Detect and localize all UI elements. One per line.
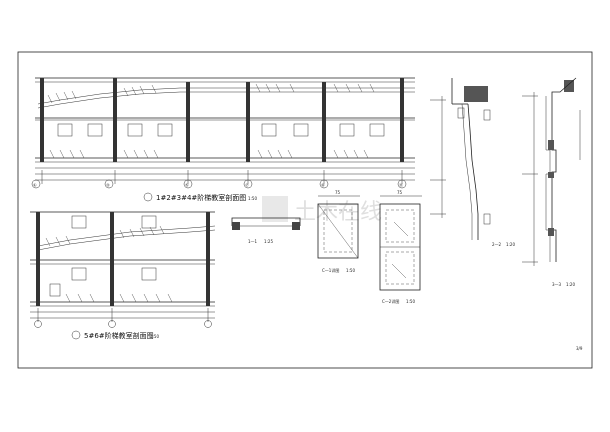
section-56-scale: 1:50 xyxy=(150,334,159,339)
detail-3-3-drawing xyxy=(522,77,581,266)
axis-label: ① xyxy=(33,183,37,188)
axis-label: ⑤ xyxy=(185,183,189,188)
section-56-title: 5#6#阶梯教室剖面图 xyxy=(84,331,154,340)
axis-bubbles-top xyxy=(31,179,407,189)
section-1234-scale: 1:50 xyxy=(248,196,257,201)
detail-1-1-scale: 1:25 xyxy=(264,239,273,244)
sheet-border xyxy=(17,51,593,369)
section-1234-drawing xyxy=(35,77,415,184)
section-56-drawing xyxy=(30,211,216,328)
sheet-number: 3/9 xyxy=(576,346,583,351)
detail-2-2-title: 2—2 xyxy=(492,242,502,247)
detail-2-2-drawing xyxy=(430,78,491,240)
detail-c1-drawing xyxy=(317,195,360,259)
detail-3-3-title: 3—3 xyxy=(552,282,562,287)
axis-label: ⑪ xyxy=(399,182,403,188)
axis-label: ⑨ xyxy=(321,183,325,188)
detail-3-3-scale: 1:20 xyxy=(566,282,575,287)
detail-1-1-title: 1—1 xyxy=(248,239,258,244)
section-1234-title: 1#2#3#4#阶梯教室剖面图 xyxy=(156,193,246,202)
detail-c2-dim: 75 xyxy=(397,190,403,195)
view-marker xyxy=(143,192,153,202)
detail-c2-scale: 1:50 xyxy=(406,299,415,304)
view-marker xyxy=(71,330,81,340)
detail-c1-scale: 1:50 xyxy=(346,268,355,273)
axis-label: ⑦ xyxy=(245,183,249,188)
detail-2-2-scale: 1:20 xyxy=(506,242,515,247)
watermark: 土木在线 xyxy=(262,196,382,225)
detail-c2-drawing xyxy=(379,195,422,291)
detail-c1-dim: 75 xyxy=(335,190,341,195)
axis-label: ③ xyxy=(106,183,110,188)
detail-c2-title: C—2详图 xyxy=(382,298,399,304)
detail-c1-title: C—1详图 xyxy=(322,267,339,273)
detail-1-1-drawing xyxy=(231,217,301,230)
